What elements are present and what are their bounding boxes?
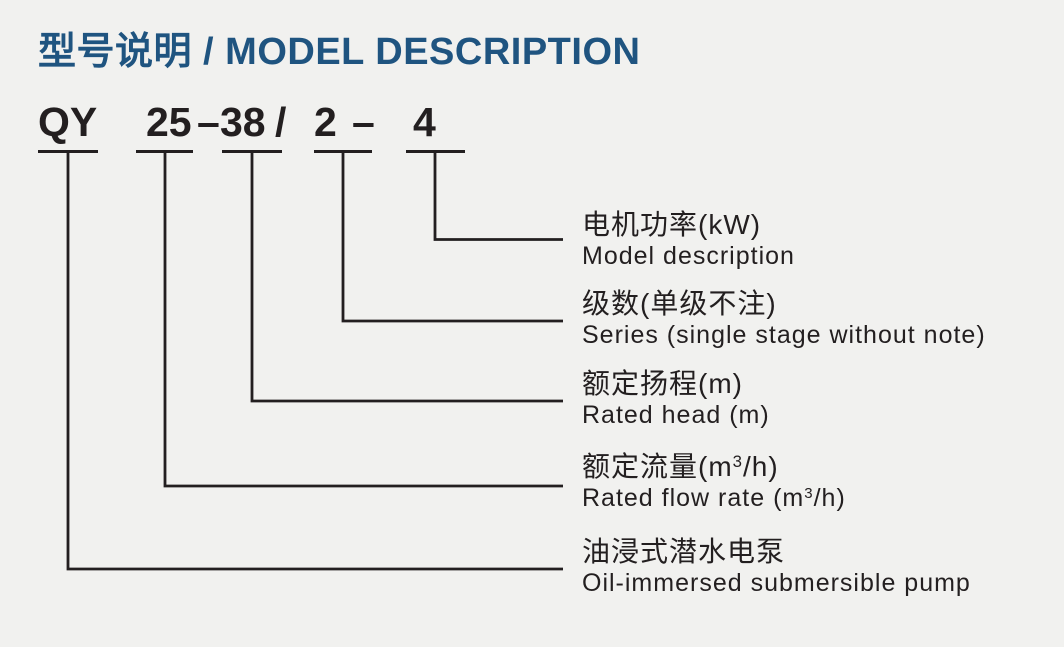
code-segment-power: 4 — [413, 99, 436, 145]
label-rated-flow: 额定流量(m3/h) Rated flow rate (m3/h) — [582, 451, 846, 513]
label-rated-head: 额定扬程(m) Rated head (m) — [582, 368, 770, 430]
label-rated-flow-en: Rated flow rate (m3/h) — [582, 483, 846, 513]
label-motor-power-cn: 电机功率(kW) — [582, 209, 762, 240]
connector-pump-type — [66, 151, 563, 571]
code-slash: / — [275, 99, 287, 145]
label-pump-type: 油浸式潜水电泵 Oil-immersed submersible pump — [582, 536, 971, 598]
label-series-en: Series (single stage without note) — [582, 321, 986, 349]
label-motor-power-en: Model description — [582, 242, 795, 270]
code-segment-pump-type: QY — [38, 99, 98, 145]
connector-flow — [163, 151, 563, 488]
code-dash-1: – — [197, 99, 220, 145]
label-rated-head-en: Rated head (m) — [582, 401, 770, 429]
label-rated-flow-cn-pre: 额定流量(m — [582, 451, 733, 482]
model-code: QY 25 – 38 / 2 – 4 — [0, 100, 1064, 150]
label-pump-type-en: Oil-immersed submersible pump — [582, 569, 971, 597]
code-segment-series: 2 — [314, 99, 337, 145]
page-title: 型号说明 / MODEL DESCRIPTION — [38, 31, 641, 73]
label-pump-type-cn: 油浸式潜水电泵 — [582, 536, 786, 567]
label-rated-head-cn: 额定扬程(m) — [582, 368, 743, 399]
code-segment-head: 38 — [220, 99, 266, 145]
label-rated-flow-en-pre: Rated flow rate (m — [582, 484, 805, 512]
label-series-cn: 级数(单级不注) — [582, 288, 777, 319]
label-rated-flow-en-post: /h) — [813, 484, 846, 512]
label-series: 级数(单级不注) Series (single stage without no… — [582, 288, 986, 350]
label-rated-flow-cn-post: /h) — [743, 451, 779, 482]
code-dash-2: – — [352, 99, 375, 145]
label-motor-power: 电机功率(kW) Model description — [582, 209, 795, 271]
label-rated-flow-cn: 额定流量(m3/h) — [582, 451, 846, 483]
connector-head — [250, 151, 563, 403]
code-segment-flow: 25 — [146, 99, 192, 145]
label-rated-flow-en-sup: 3 — [804, 484, 814, 502]
connector-series — [341, 151, 563, 323]
label-rated-flow-cn-sup: 3 — [732, 451, 743, 471]
connector-power — [433, 151, 563, 241]
